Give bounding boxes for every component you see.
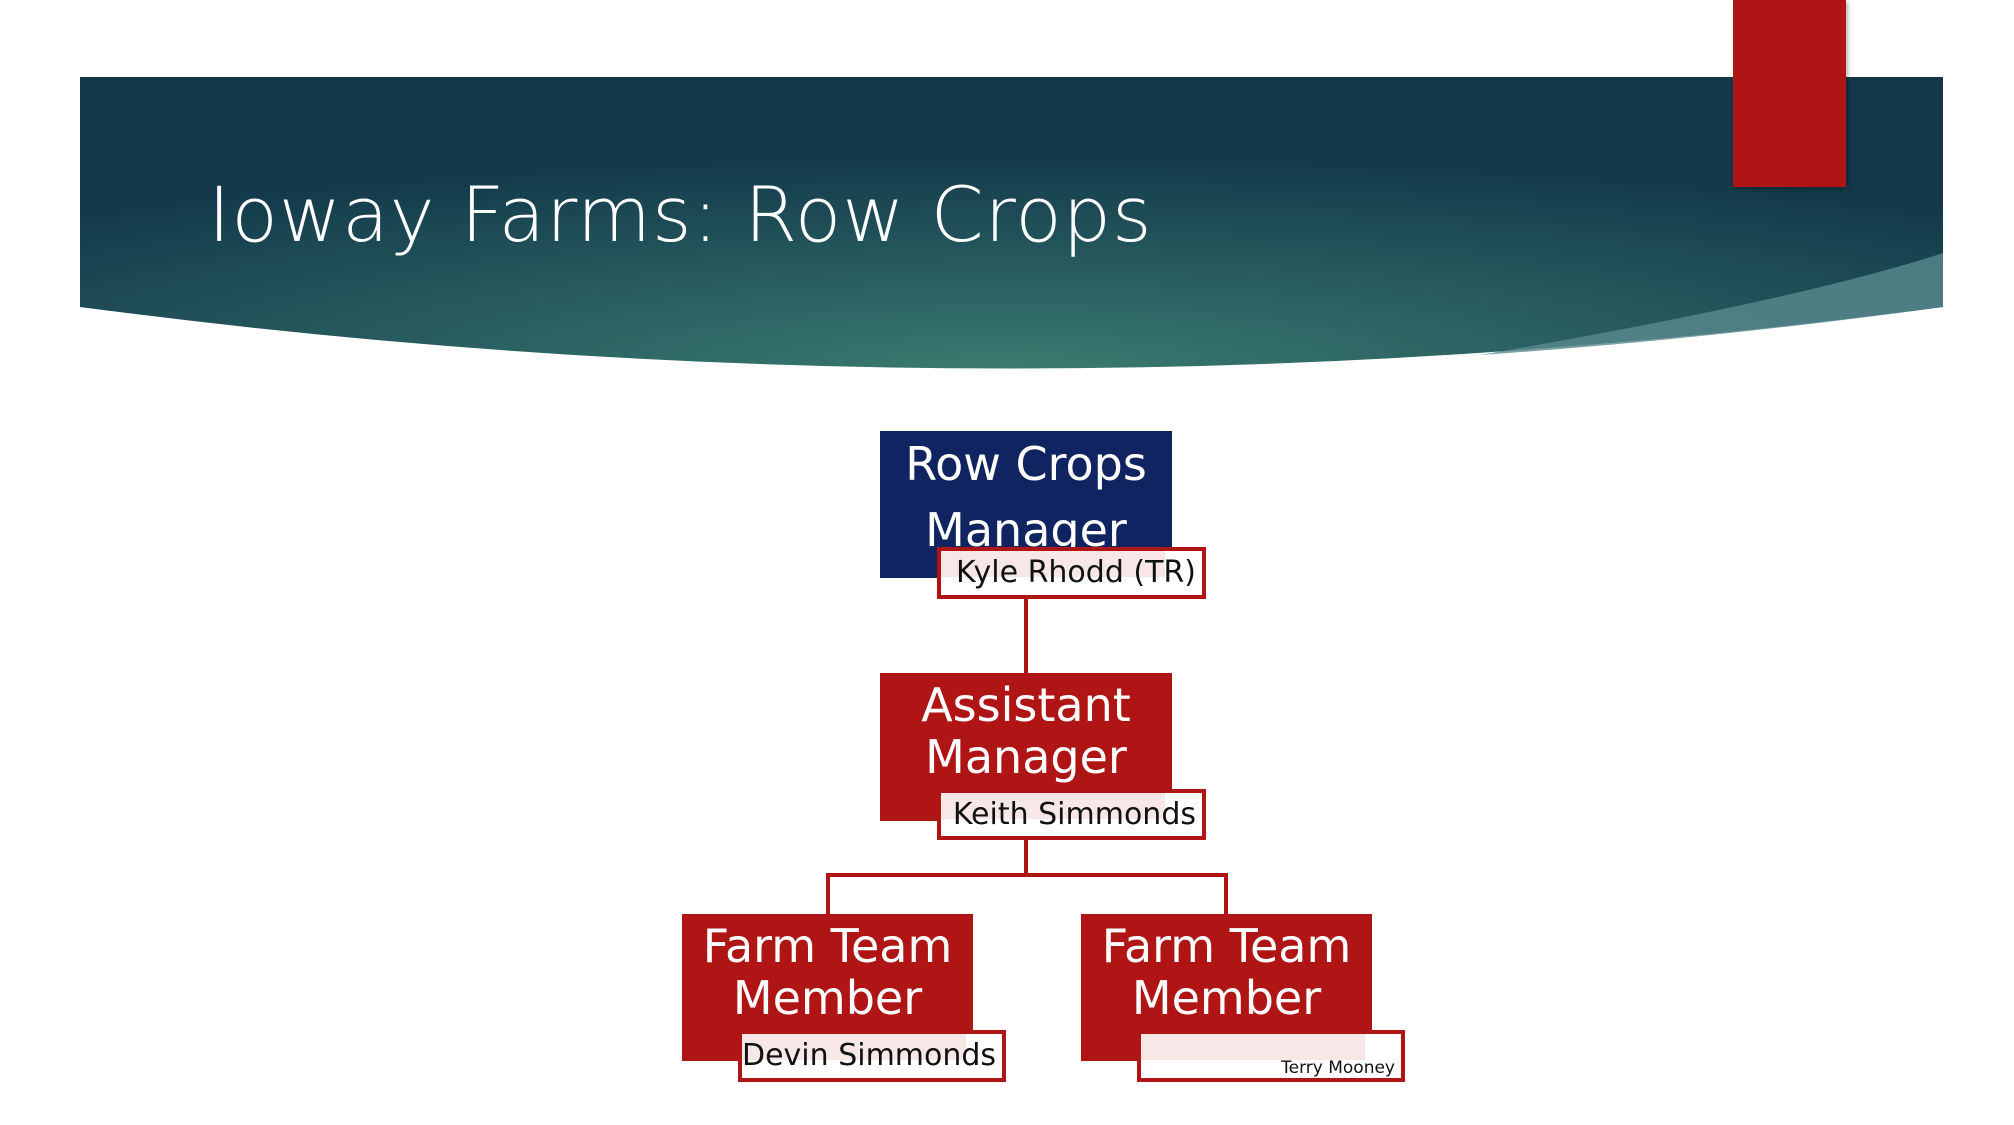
- node-name: Devin Simmonds: [742, 1038, 997, 1073]
- node-name-box: Keith Simmonds: [937, 789, 1206, 840]
- slide-title: Ioway Farms: Row Crops: [208, 170, 1153, 259]
- node-name-box: Kyle Rhodd (TR): [937, 547, 1206, 599]
- node-role: Farm Team Member: [702, 919, 953, 1025]
- node-name: Terry Mooney: [1281, 1058, 1395, 1078]
- node-role: Farm Team Member: [1101, 919, 1352, 1025]
- connector-line: [826, 873, 1228, 877]
- node-role: Assistant Manager: [921, 678, 1131, 784]
- node-name-box: Terry Mooney: [1137, 1030, 1405, 1082]
- accent-tab: [1733, 0, 1846, 187]
- node-name-box: Devin Simmonds: [738, 1030, 1006, 1082]
- connector-line: [1224, 873, 1228, 914]
- node-name: Kyle Rhodd (TR): [956, 555, 1196, 590]
- title-banner: [80, 77, 1943, 369]
- node-role: Row Crops Manager: [905, 437, 1147, 557]
- connector-line: [1024, 599, 1028, 673]
- connector-line: [1024, 840, 1028, 876]
- node-name: Keith Simmonds: [952, 797, 1196, 832]
- connector-line: [826, 873, 830, 914]
